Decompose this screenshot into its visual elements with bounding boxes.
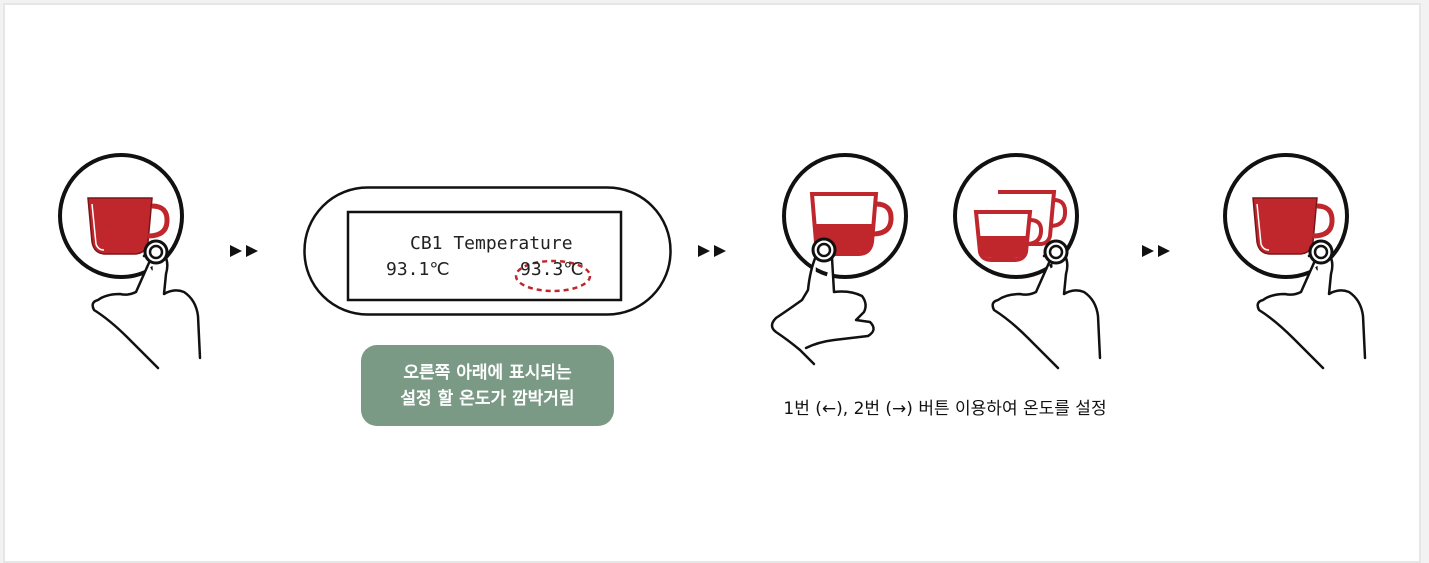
diagram-panel [3,3,1421,563]
forward-arrows-icon [230,245,258,257]
step5-cup-button [1223,153,1367,370]
step3-double-cup-button [953,153,1102,370]
double-cup-icon [973,190,1068,262]
forward-arrows-icon [698,245,726,257]
blink-note-callout: 오른쪽 아래에 표시되는 설정 할 온도가 깜박거림 [361,345,614,426]
forward-arrows-icon [1142,245,1170,257]
hand-press-icon [770,237,875,366]
cup-icon [87,197,170,255]
step3-half-cup-button [770,153,908,366]
hand-press-icon [91,239,202,370]
step1-cup-button [58,153,202,370]
lcd-set-temp: 93.3℃ [520,259,584,280]
lcd-title: CB1 Temperature [410,233,573,254]
callout-line2: 설정 할 온도가 깜박거림 [400,388,575,409]
callout-line1: 오른쪽 아래에 표시되는 [403,362,572,383]
lcd-display [303,186,672,316]
caption-set-temperature: 1번 (←), 2번 (→) 버튼 이용하여 온도를 설정 [783,399,1107,419]
hand-press-icon [991,239,1102,370]
hand-press-icon [1256,239,1367,370]
cup-icon [1252,197,1335,255]
lcd-current-temp: 93.1℃ [386,259,450,280]
